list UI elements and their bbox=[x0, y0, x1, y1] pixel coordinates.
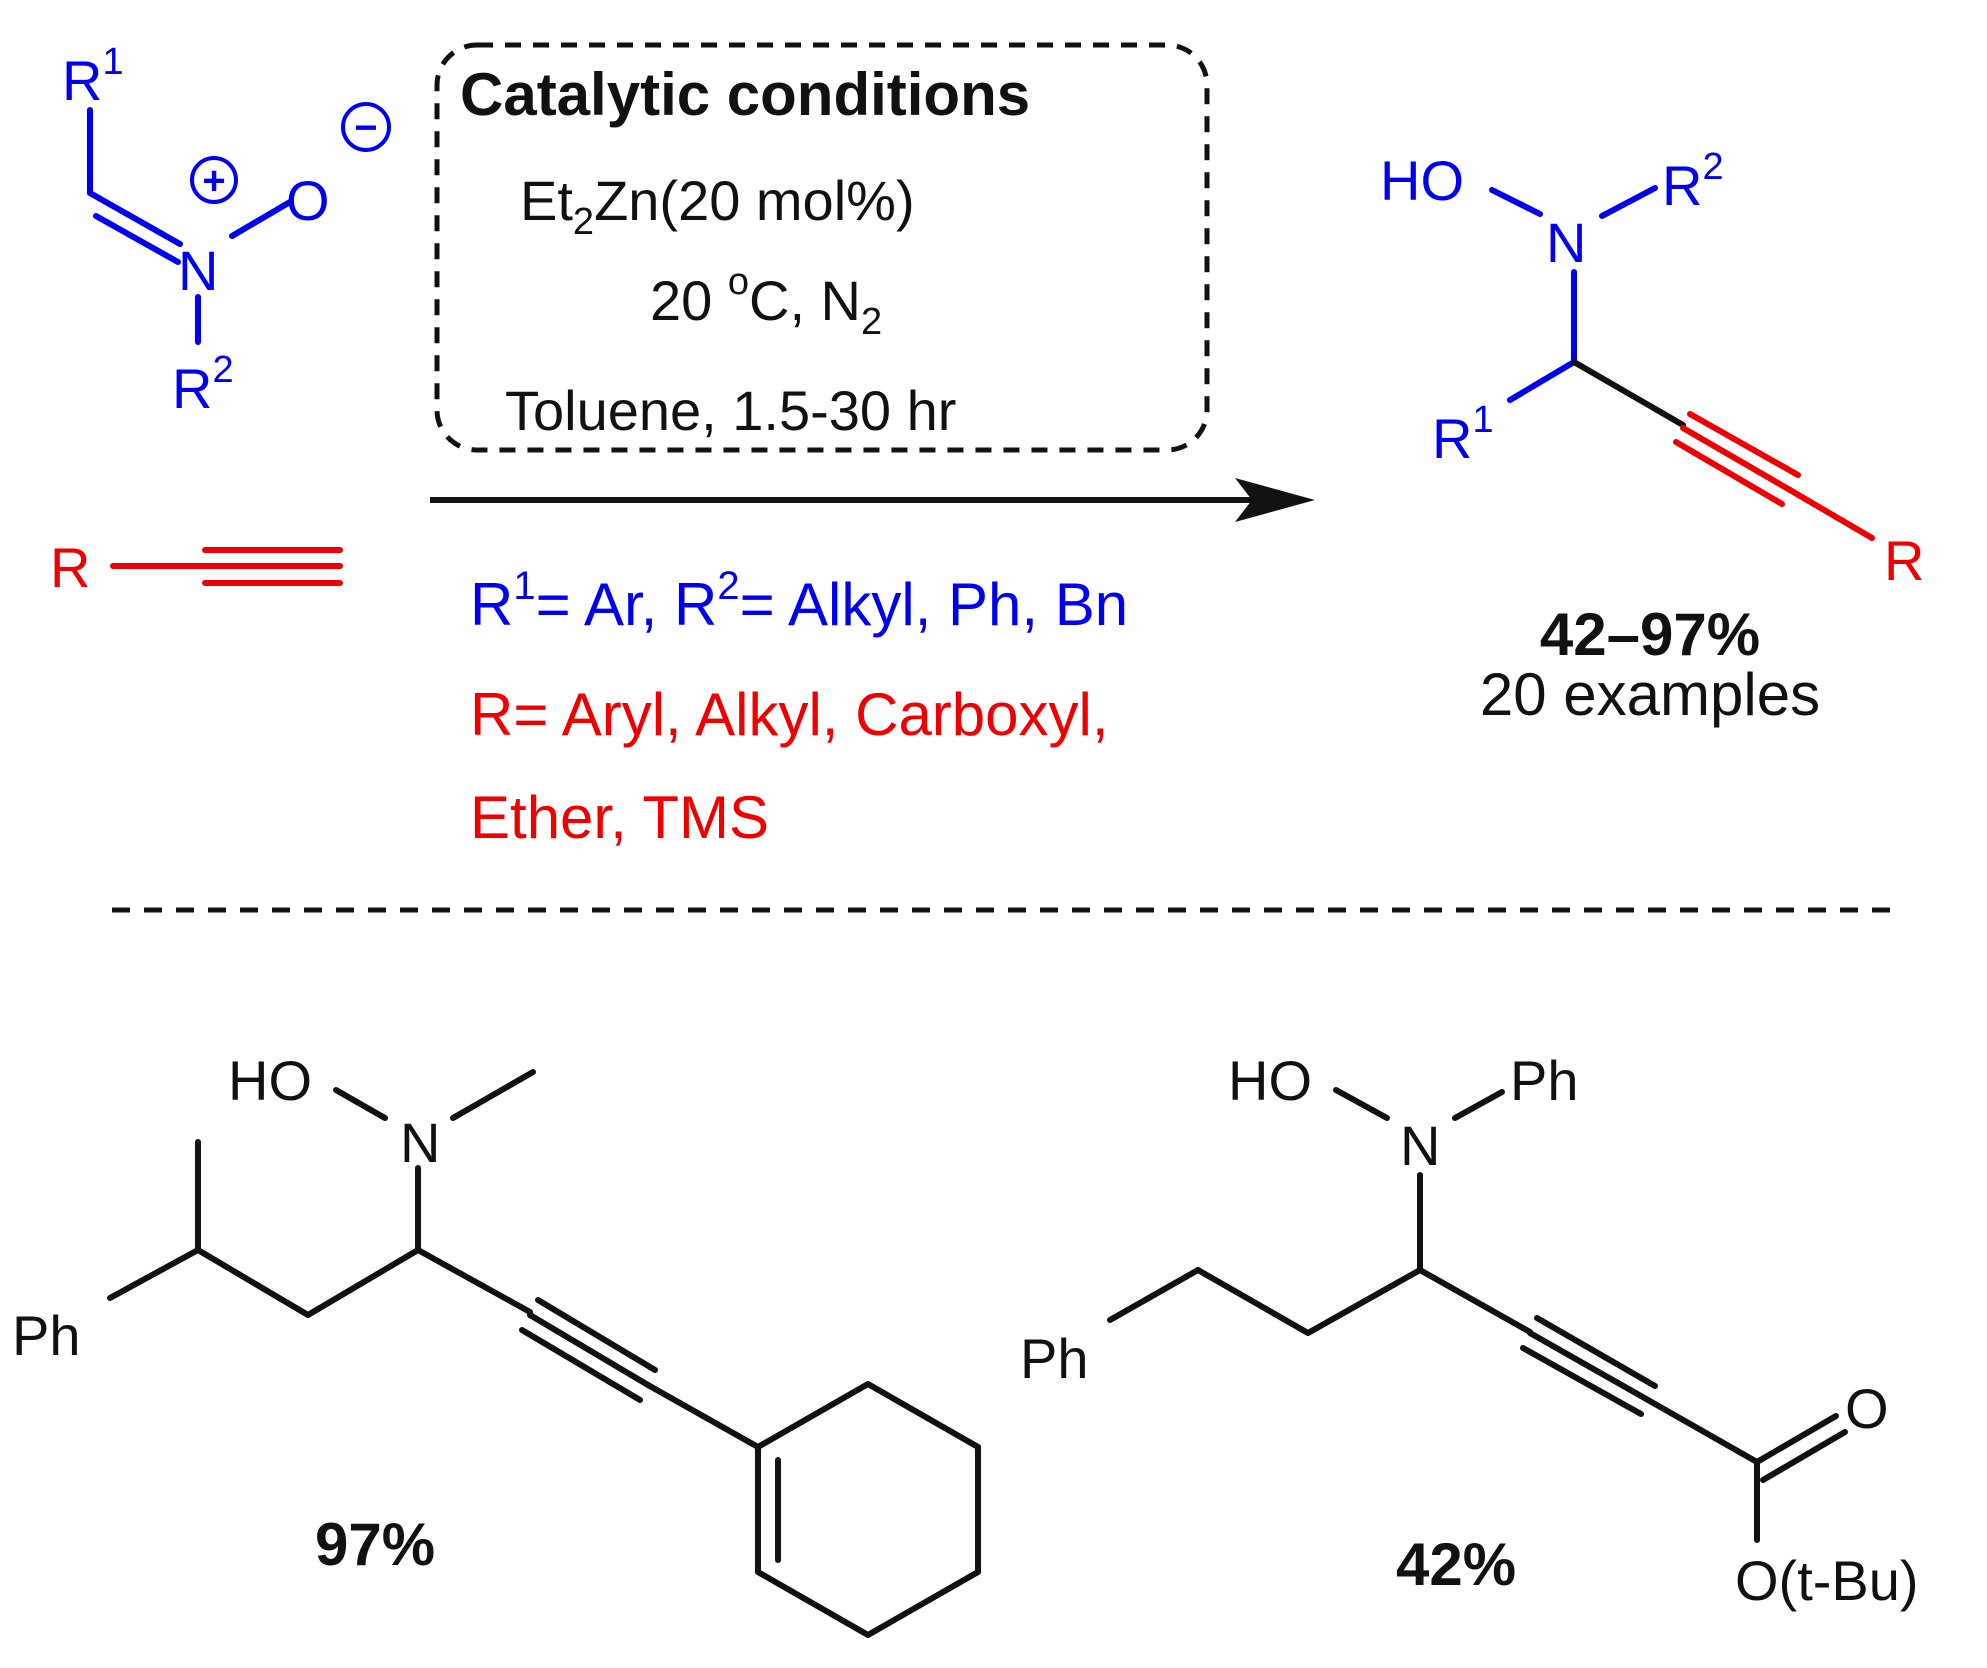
reaction-arrow bbox=[430, 478, 1315, 522]
ex1-csp-ring-bond bbox=[645, 1382, 761, 1450]
ex2-carbonyl-o-label: O bbox=[1845, 1377, 1889, 1440]
ex1-ph-label: Ph bbox=[12, 1304, 81, 1367]
product-triple-bond-c bbox=[1673, 439, 1785, 507]
product-r2-label: R2 bbox=[1662, 146, 1724, 217]
product-triple-bond-b bbox=[1680, 425, 1793, 493]
ex2-triple-bond-b bbox=[1527, 1330, 1651, 1403]
product-triple-bond-a bbox=[1687, 411, 1801, 478]
ex1-ho-label: HO bbox=[228, 1049, 312, 1112]
ex2-ch2-ch2-bond bbox=[1195, 1267, 1311, 1336]
product-n-r2-bond bbox=[1599, 185, 1658, 219]
ex2-ph-label: Ph bbox=[1020, 1327, 1089, 1390]
ex1-triple-bond-b bbox=[527, 1312, 651, 1388]
ex2-carbonyl-double-bond-a bbox=[1754, 1413, 1839, 1465]
ex1-triple-bond-a bbox=[535, 1297, 658, 1373]
ex2-yield: 42% bbox=[1396, 1531, 1516, 1598]
ex1-ch2-ch-bond bbox=[305, 1247, 421, 1318]
nitrone-cn-double-bond-b bbox=[93, 213, 181, 265]
ex2-ch-csp-bond bbox=[1417, 1267, 1533, 1335]
scope-line-blue: R1= Ar, R2= Alkyl, Ph, Bn bbox=[470, 564, 1128, 638]
example-1-labels: HO N Ph 97% bbox=[12, 1049, 440, 1578]
product-example-count: 20 examples bbox=[1480, 661, 1820, 728]
ex2-ph-ch2-bond bbox=[1107, 1267, 1201, 1323]
ex1-ho-n-bond bbox=[333, 1087, 388, 1121]
example-2-structure bbox=[1107, 1087, 1848, 1543]
ex2-ch2-ch-bond bbox=[1305, 1267, 1423, 1336]
scope-line-red-1: R= Aryl, Alkyl, Carboxyl, bbox=[470, 681, 1109, 748]
example-1-structure bbox=[107, 1069, 981, 1638]
ex1-ch-ch2-bond bbox=[195, 1247, 311, 1318]
ex2-triple-bond-c bbox=[1520, 1345, 1644, 1417]
nitrone-o-label: O bbox=[286, 169, 330, 232]
ex1-ph-ch-bond bbox=[107, 1247, 201, 1301]
ex2-tbu-ester-label: O(t-Bu) bbox=[1735, 1549, 1919, 1612]
catalyst-line: Et2Zn(20 mol%) bbox=[520, 169, 915, 243]
alkyne-r-label: R bbox=[50, 536, 90, 599]
ex1-yield: 97% bbox=[315, 1511, 435, 1578]
product-n-label: N bbox=[1546, 211, 1586, 274]
product-o-n-bond bbox=[1489, 187, 1543, 217]
product-c-csp-bond bbox=[1571, 359, 1686, 428]
ex2-ho-label: HO bbox=[1228, 1049, 1312, 1112]
ex2-ho-n-bond bbox=[1333, 1087, 1390, 1121]
ex1-n-label: N bbox=[400, 1111, 440, 1174]
ex1-triple-bond-c bbox=[519, 1327, 643, 1403]
ex1-ch-csp-bond bbox=[415, 1247, 533, 1315]
product-ho-label: HO bbox=[1380, 149, 1464, 212]
temperature-line: 20 oC, N2 bbox=[650, 261, 882, 343]
ex2-n-ph-bond bbox=[1452, 1089, 1505, 1121]
minus-sign: − bbox=[354, 106, 377, 150]
ex1-n-methyl-bond bbox=[450, 1069, 536, 1121]
nitrone-structure: R1 N O + − R2 bbox=[62, 41, 391, 420]
scope-line-red-2: Ether, TMS bbox=[470, 784, 769, 851]
product-csp-r-bond bbox=[1787, 487, 1875, 541]
ex2-n-label: N bbox=[1400, 1114, 1440, 1177]
product-r1-label: R1 bbox=[1432, 399, 1494, 470]
nitrone-r2-label: R2 bbox=[172, 349, 234, 420]
example-2-labels: HO N Ph Ph O O(t-Bu) 42% bbox=[1020, 1049, 1919, 1612]
conditions-dashed-border bbox=[434, 42, 1210, 453]
ex1-cyclohexene-ring bbox=[755, 1381, 981, 1638]
ex2-n-ph-label: Ph bbox=[1510, 1049, 1579, 1112]
ex2-carbonyl-double-bond-b bbox=[1760, 1429, 1848, 1483]
plus-sign: + bbox=[202, 159, 225, 203]
plus-charge-circle bbox=[190, 156, 238, 204]
product-r-label: R bbox=[1884, 529, 1924, 592]
nitrone-r1-label: R1 bbox=[62, 41, 124, 112]
alkyne-structure: R bbox=[50, 536, 343, 599]
conditions-title: Catalytic conditions bbox=[460, 61, 1030, 128]
substrate-scope: R1= Ar, R2= Alkyl, Ph, Bn R= Aryl, Alkyl… bbox=[470, 564, 1128, 851]
ex2-triple-bond-a bbox=[1534, 1315, 1658, 1389]
solvent-line: Toluene, 1.5-30 hr bbox=[505, 379, 956, 442]
product-c-r1-bond bbox=[1507, 359, 1577, 403]
minus-charge-circle bbox=[341, 102, 391, 152]
nitrone-n-label: N bbox=[178, 239, 218, 302]
nitrone-cn-double-bond-a bbox=[87, 190, 183, 247]
ex2-csp-carbonyl-bond bbox=[1645, 1397, 1760, 1465]
conditions-box: Catalytic conditions Et2Zn(20 mol%) 20 o… bbox=[434, 42, 1210, 453]
product-structure: HO N R2 R1 R 42–97% 20 examples bbox=[1380, 146, 1924, 728]
nitrone-no-bond bbox=[229, 199, 293, 239]
product-yield-range: 42–97% bbox=[1540, 601, 1760, 668]
arrow-head bbox=[1235, 478, 1315, 522]
